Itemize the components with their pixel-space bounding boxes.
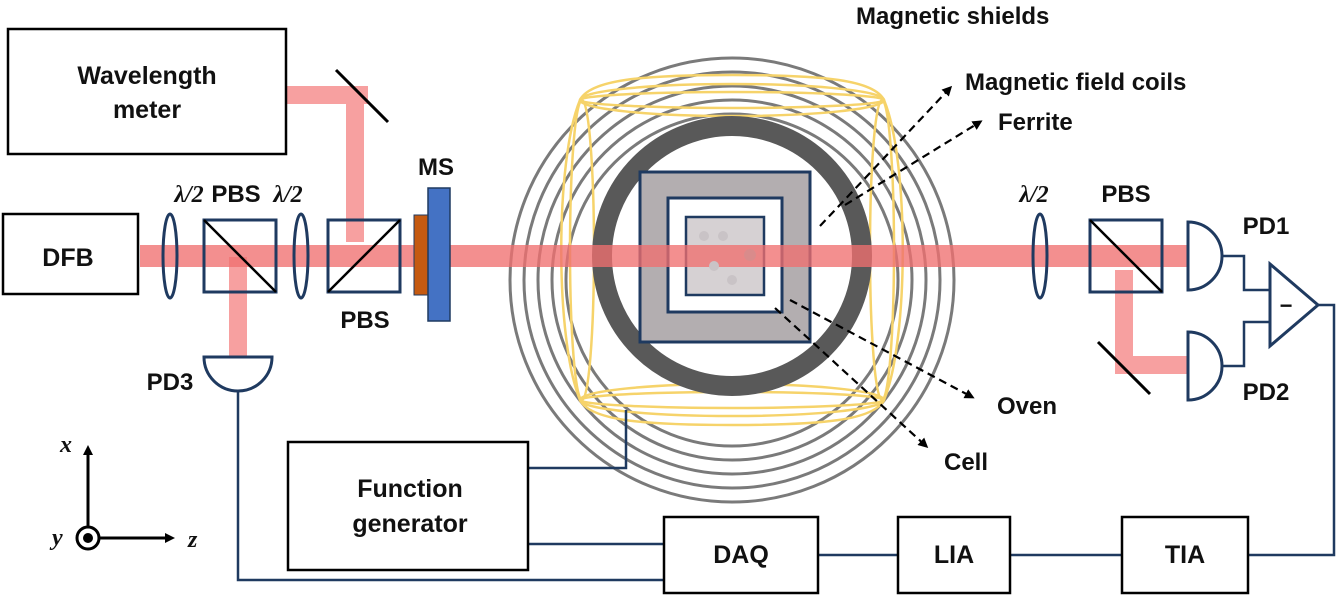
pbs-2 xyxy=(326,218,402,294)
half-wave-plate-1 xyxy=(161,212,179,300)
cell-label: Cell xyxy=(944,449,988,476)
pbs-label-3: PBS xyxy=(1101,181,1150,208)
wavelength-meter-label-1: Wavelength xyxy=(77,62,216,90)
ms-blue-layer xyxy=(427,187,451,322)
dfb-label: DFB xyxy=(42,244,93,272)
pbs-3 xyxy=(1088,218,1164,294)
photodiode-3 xyxy=(202,355,274,393)
pbs-1-diagonal xyxy=(203,219,277,293)
lia-box xyxy=(896,515,1012,595)
axis-x-label: x xyxy=(59,432,72,458)
function-generator-label-1: Function xyxy=(357,475,463,503)
amplifier-minus: − xyxy=(1280,293,1293,318)
ms-label: MS xyxy=(418,154,454,181)
half-wave-plate-3 xyxy=(1031,212,1049,300)
signal-wires xyxy=(236,254,1336,582)
beam-vertical-to-meter xyxy=(346,86,364,242)
half-wave-label-2: λ/2 xyxy=(272,182,302,208)
differential-amplifier xyxy=(1268,260,1321,350)
beam-to-pd3 xyxy=(229,257,247,357)
photodiode-1 xyxy=(1186,220,1224,292)
laser-beams xyxy=(229,86,1187,374)
wavelength-meter-label-2: meter xyxy=(113,96,181,124)
daq-label: DAQ xyxy=(713,541,769,569)
pointer-arrows xyxy=(774,85,983,449)
wavelength-meter-box xyxy=(6,27,288,156)
axis-z-label: z xyxy=(187,527,198,553)
pbs-3-diagonal xyxy=(1089,219,1163,293)
function-generator-label-2: generator xyxy=(352,510,468,538)
pbs-label-1: PBS xyxy=(211,181,260,208)
tia-box xyxy=(1120,515,1250,595)
main-laser-beam xyxy=(140,245,1190,267)
magnetic-shields xyxy=(508,56,956,504)
beam-to-pd2-down xyxy=(1115,270,1133,370)
pbs-label-2: PBS xyxy=(340,307,389,334)
half-wave-label-3: λ/2 xyxy=(1018,182,1048,208)
mirror-top xyxy=(334,68,390,124)
pd3-label: PD3 xyxy=(147,369,194,396)
mirror-bottom-right xyxy=(1096,340,1152,396)
half-wave-plate-2 xyxy=(292,212,310,300)
daq-box xyxy=(662,515,820,595)
axis-y-label: y xyxy=(49,525,63,551)
magnetic-shields-label: Magnetic shields xyxy=(856,3,1049,30)
magnetic-field-coils-label: Magnetic field coils xyxy=(965,69,1186,96)
tia-label: TIA xyxy=(1165,541,1205,569)
dfb-laser-box xyxy=(1,212,140,296)
atoms xyxy=(699,231,756,285)
pd1-label: PD1 xyxy=(1243,213,1290,240)
pd2-label: PD2 xyxy=(1243,379,1290,406)
oven-label: Oven xyxy=(997,393,1057,420)
photodiode-2 xyxy=(1186,330,1224,402)
lia-label: LIA xyxy=(934,541,974,569)
half-wave-label-1: λ/2 xyxy=(173,182,203,208)
pbs-1 xyxy=(202,218,278,294)
ferrite-label: Ferrite xyxy=(998,109,1073,136)
coordinate-axes xyxy=(75,445,175,551)
beam-to-pd2-across xyxy=(1115,356,1187,374)
pbs-2-diagonal xyxy=(327,219,401,293)
ms-orange-layer xyxy=(413,214,429,296)
function-generator-box xyxy=(286,440,530,572)
